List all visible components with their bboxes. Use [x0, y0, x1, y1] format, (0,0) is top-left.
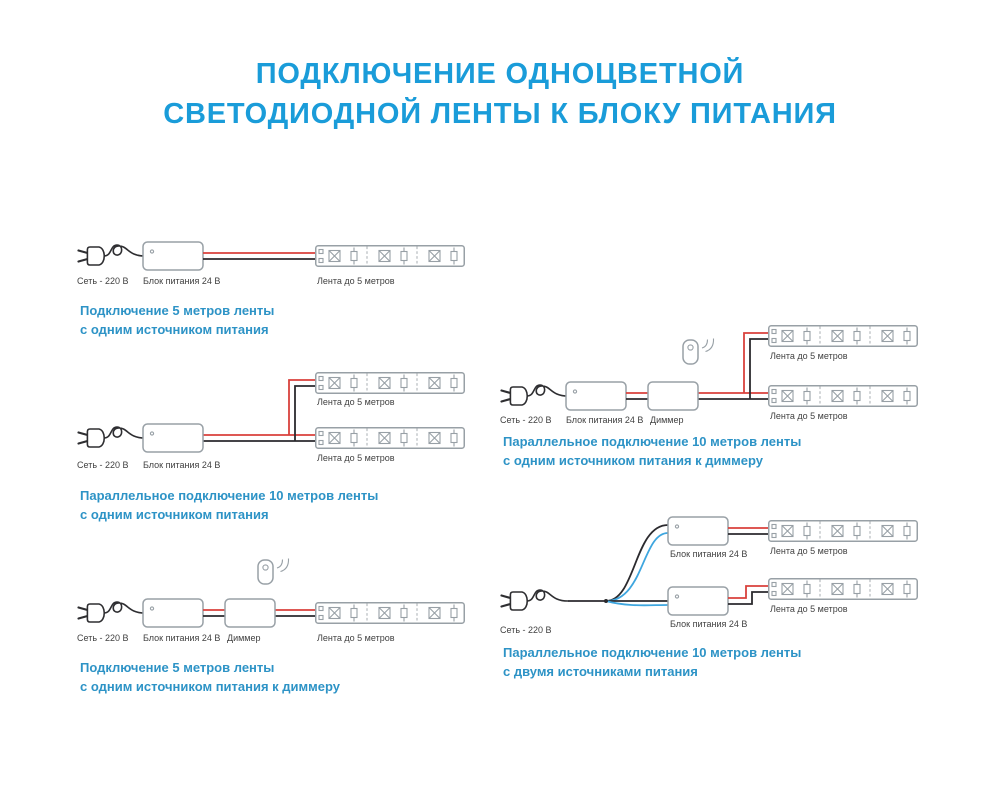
- caption-d4: Параллельное подключение 10 метров ленты…: [503, 432, 801, 470]
- mains-branch-blue-bottom: [605, 600, 669, 607]
- wire-red: [728, 585, 768, 599]
- power-supply-box: [142, 241, 204, 271]
- mains-branch-blue-top: [605, 532, 669, 602]
- diagram-1-schematic: Сеть - 220 В Блок питания 24 В Лента до …: [77, 241, 465, 286]
- power-supply-box-bottom: [667, 586, 729, 616]
- caption-d1-line1: Подключение 5 метров ленты: [80, 303, 275, 318]
- diagram-2: Лента до 5 метров Лента до 5 метров Сеть…: [75, 360, 470, 487]
- strip-bottom-label: Лента до 5 метров: [317, 453, 395, 463]
- caption-d1: Подключение 5 метров ленты с одним источ…: [80, 301, 274, 339]
- wire-red: [698, 332, 768, 394]
- diagram-4-schematic: Лента до 5 метров Лента до 5 метров Сеть…: [500, 325, 918, 425]
- psu-bottom-label: Блок питания 24 В: [670, 619, 747, 629]
- led-strip-bottom: [768, 578, 918, 600]
- caption-d4-line1: Параллельное подключение 10 метров ленты: [503, 434, 802, 449]
- wire-black: [728, 591, 768, 605]
- dimmer-box: [647, 381, 699, 411]
- psu-label: Блок питания 24 В: [143, 276, 220, 286]
- caption-d2: Параллельное подключение 10 метров ленты…: [80, 486, 378, 524]
- page-title-line2: СВЕТОДИОДНОЙ ЛЕНТЫ К БЛОКУ ПИТАНИЯ: [163, 98, 837, 130]
- plug-icon: [500, 383, 570, 407]
- power-supply-box: [142, 598, 204, 628]
- plug-icon: [77, 243, 147, 267]
- strip-top-label: Лента до 5 метров: [317, 397, 395, 407]
- plug-icon: [500, 588, 570, 612]
- diagram-3-schematic: Сеть - 220 В Блок питания 24 В Диммер Ле…: [77, 557, 465, 643]
- page-title-line1: ПОДКЛЮЧЕНИЕ ОДНОЦВЕТНОЙ: [255, 58, 745, 90]
- wire-black: [698, 338, 768, 400]
- power-supply-box: [142, 423, 204, 453]
- caption-d5-line1: Параллельное подключение 10 метров ленты: [503, 645, 802, 660]
- dimmer-label: Диммер: [650, 415, 684, 425]
- caption-d3-line1: Подключение 5 метров ленты: [80, 660, 275, 675]
- led-strip-bottom: [315, 427, 465, 449]
- mains-label: Сеть - 220 В: [500, 625, 552, 635]
- mains-label: Сеть - 220 В: [77, 276, 129, 286]
- strip-label: Лента до 5 метров: [317, 276, 395, 286]
- caption-d5: Параллельное подключение 10 метров ленты…: [503, 643, 801, 681]
- led-strip-top: [768, 520, 918, 542]
- diagram-5: Лента до 5 метров Блок питания 24 В Лент…: [498, 505, 923, 647]
- led-strip: [315, 245, 465, 267]
- remote-icon: [682, 337, 715, 365]
- power-supply-box: [565, 381, 627, 411]
- power-supply-box-top: [667, 516, 729, 546]
- strip-bottom-label: Лента до 5 метров: [770, 411, 848, 421]
- caption-d1-line2: с одним источником питания: [80, 322, 269, 337]
- caption-d2-line2: с одним источником питания: [80, 507, 269, 522]
- mains-label: Сеть - 220 В: [77, 633, 129, 643]
- wire-red: [203, 379, 315, 436]
- caption-d3: Подключение 5 метров ленты с одним источ…: [80, 658, 340, 696]
- caption-d3-line2: с одним источником питания к диммеру: [80, 679, 340, 694]
- diagram-4: Лента до 5 метров Лента до 5 метров Сеть…: [498, 312, 923, 441]
- mains-label: Сеть - 220 В: [77, 460, 129, 470]
- strip-bottom-label: Лента до 5 метров: [770, 604, 848, 614]
- psu-label: Блок питания 24 В: [143, 633, 220, 643]
- junction-dot: [604, 599, 608, 603]
- diagram-1: Сеть - 220 В Блок питания 24 В Лента до …: [75, 233, 470, 300]
- strip-label: Лента до 5 метров: [317, 633, 395, 643]
- psu-top-label: Блок питания 24 В: [670, 549, 747, 559]
- caption-d5-line2: с двумя источниками питания: [503, 664, 698, 679]
- psu-label: Блок питания 24 В: [566, 415, 643, 425]
- diagram-3: Сеть - 220 В Блок питания 24 В Диммер Ле…: [75, 554, 470, 655]
- led-strip: [315, 602, 465, 624]
- diagram-2-schematic: Лента до 5 метров Лента до 5 метров Сеть…: [77, 372, 465, 470]
- wire-black: [203, 385, 315, 442]
- led-strip-bottom: [768, 385, 918, 407]
- dimmer-box: [224, 598, 276, 628]
- caption-d2-line1: Параллельное подключение 10 метров ленты: [80, 488, 379, 503]
- mains-label: Сеть - 220 В: [500, 415, 552, 425]
- diagram-5-schematic: Лента до 5 метров Блок питания 24 В Лент…: [500, 516, 918, 635]
- led-strip-top: [768, 325, 918, 347]
- strip-top-label: Лента до 5 метров: [770, 546, 848, 556]
- led-strip-top: [315, 372, 465, 394]
- page-title: ПОДКЛЮЧЕНИЕ ОДНОЦВЕТНОЙ СВЕТОДИОДНОЙ ЛЕН…: [0, 54, 1000, 134]
- mains-branch-black: [605, 524, 669, 602]
- plug-icon: [77, 425, 147, 449]
- strip-top-label: Лента до 5 метров: [770, 351, 848, 361]
- caption-d4-line2: с одним источником питания к диммеру: [503, 453, 763, 468]
- plug-icon: [77, 600, 147, 624]
- dimmer-label: Диммер: [227, 633, 261, 643]
- psu-label: Блок питания 24 В: [143, 460, 220, 470]
- remote-icon: [257, 557, 290, 585]
